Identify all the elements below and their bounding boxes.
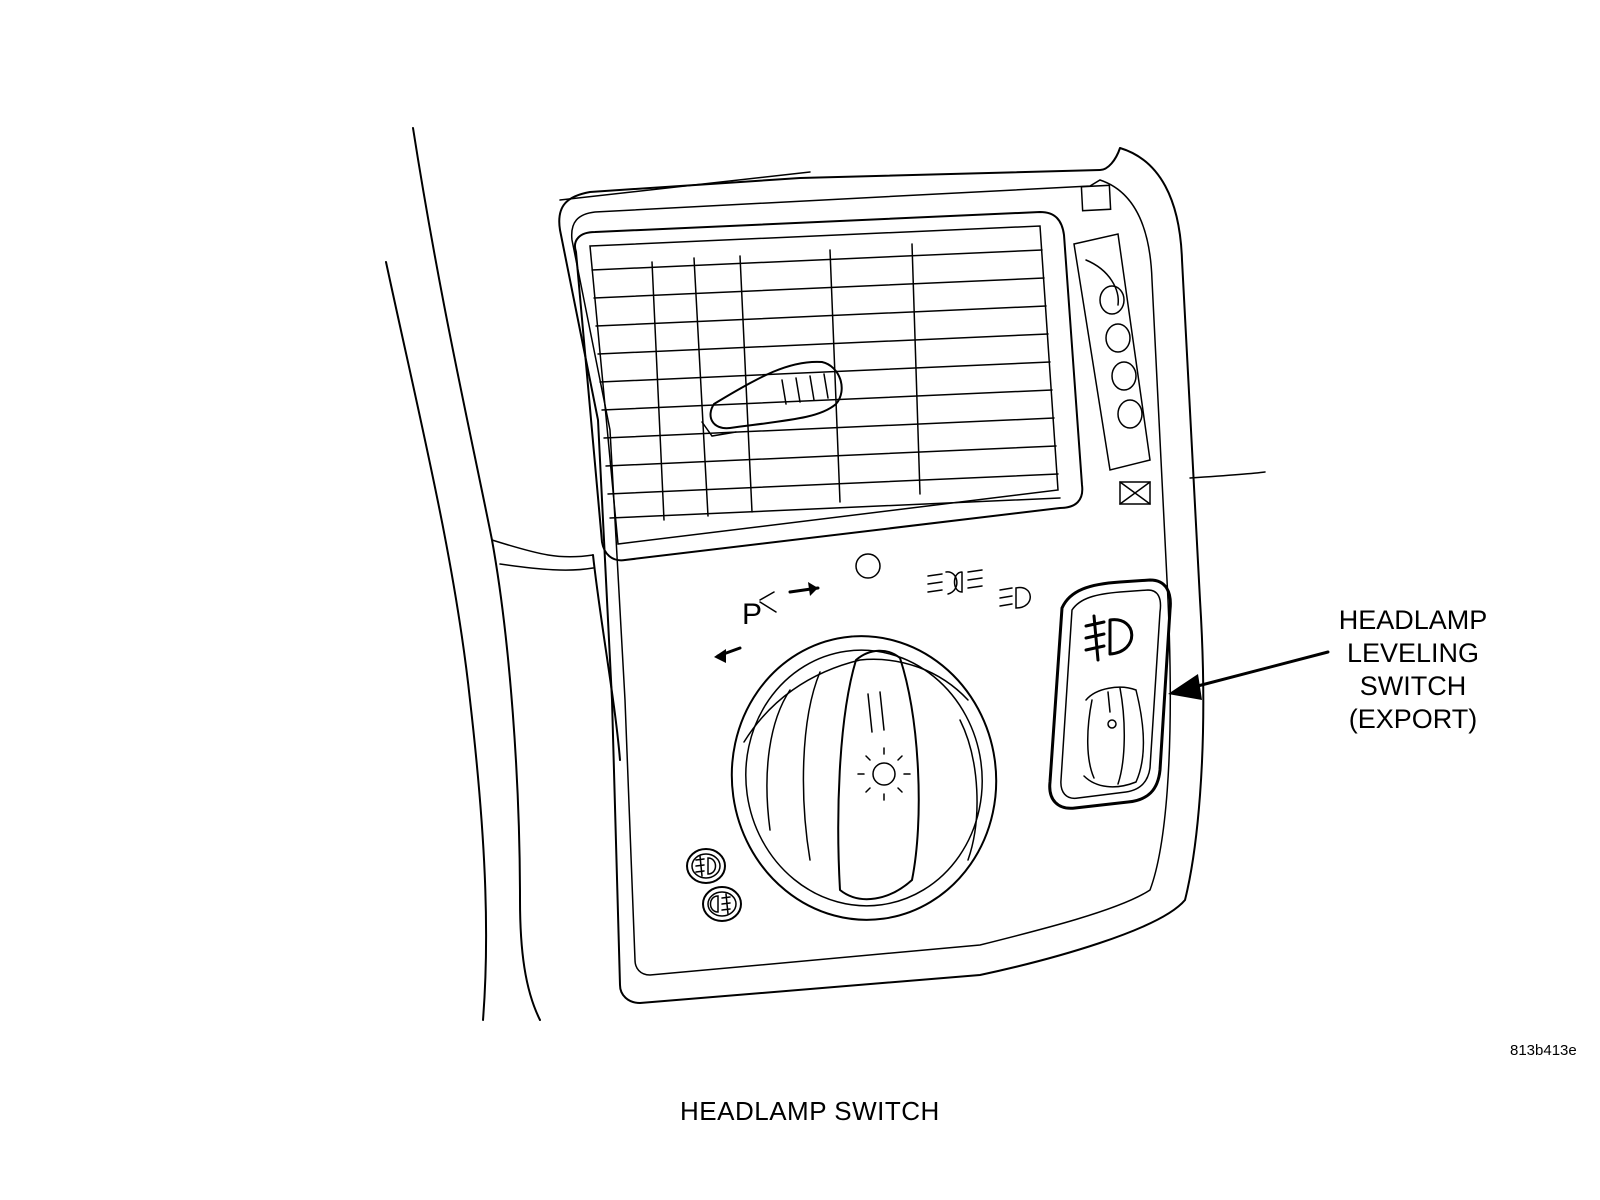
callout-line-4: (EXPORT) <box>1348 704 1478 734</box>
figure-reference-id: 813b413e <box>1510 1042 1577 1059</box>
front-fog-lamp-icon <box>686 848 726 884</box>
dash-trim-lines <box>385 127 1266 1021</box>
off-position-circle <box>855 553 881 579</box>
panel-dimmer-sun-icon <box>857 747 911 801</box>
switch-bezel <box>558 147 1205 1004</box>
rear-fog-lamp-icon <box>702 886 742 922</box>
figure-caption: HEADLAMP SWITCH <box>680 1096 940 1126</box>
leveling-thumbwheel-icon <box>1048 578 1172 810</box>
callout-line-2: LEVELING <box>1346 638 1480 668</box>
vent-adjuster-wheel <box>1073 184 1151 505</box>
callout-line-1: HEADLAMP <box>1338 605 1488 635</box>
park-symbol: P <box>742 598 762 631</box>
headlamp-symbol-icon <box>927 569 983 595</box>
fog-beam-symbol-icon <box>999 586 1031 609</box>
headlamp-rotary-knob-icon <box>730 635 998 921</box>
callout-line-3: SWITCH <box>1359 671 1467 701</box>
fog-lamp-buttons <box>686 848 742 922</box>
switch-position-symbols: P <box>714 553 1031 663</box>
air-vent-icon <box>574 211 1084 562</box>
callout-arrow-icon <box>1168 650 1330 700</box>
leveling-switch-callout: HEADLAMP LEVELING SWITCH (EXPORT) <box>1318 604 1508 736</box>
